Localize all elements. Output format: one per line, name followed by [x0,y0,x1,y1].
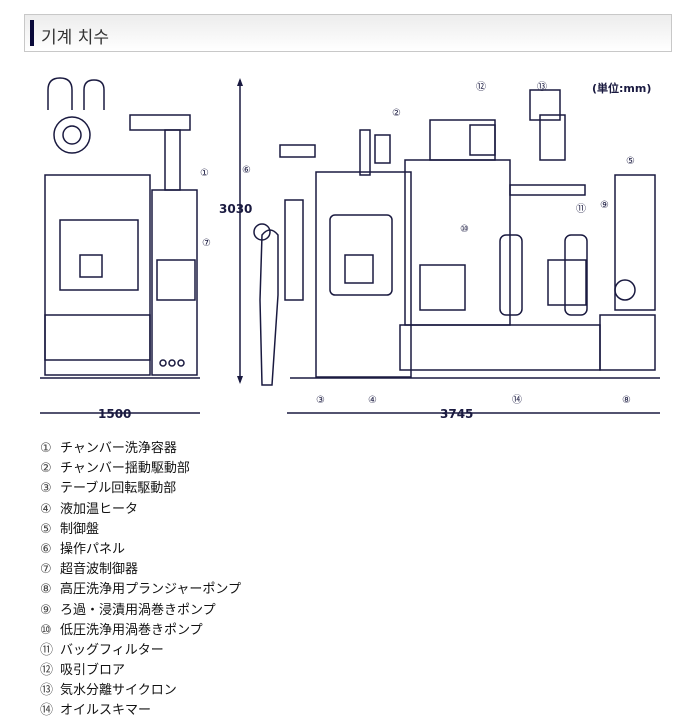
height-dimension: 3030 [219,202,252,216]
callout-4: ④ [368,395,377,406]
part-label: チャンバー洗浄容器 [60,441,177,456]
list-item: ⑥ 操作パネル [40,538,241,558]
part-number: ⑩ [40,622,52,638]
callout-1: ① [200,168,209,179]
section-title: 기계 치수 [41,28,109,48]
part-label: 液加温ヒータ [60,501,139,517]
part-label: ろ過・浸漬用渦巻きポンプ [60,602,216,618]
part-label: 制御盤 [60,521,100,537]
list-item: ⑫ 吸引ブロア [40,659,241,679]
front-view [40,77,200,379]
callout-13: ⑬ [537,81,547,93]
list-item: ⑩ 低圧洗浄用渦巻きポンプ [40,619,241,639]
dimension-lines [40,78,660,414]
part-label: 低圧洗浄用渦巻きポンプ [60,622,203,638]
callout-6: ⑥ [242,165,251,176]
callout-7: ⑦ [202,238,211,249]
list-item: ⑨ ろ過・浸漬用渦巻きポンプ [40,599,241,619]
part-number: ⑥ [40,541,52,557]
list-item: ④ 液加温ヒータ [40,498,241,518]
part-number: ⑤ [40,521,52,537]
front-width-dimension: 1500 [98,407,131,421]
callouts: ① ② ③ ④ ⑤ ⑥ ⑦ ⑧ ⑨ ⑩ ⑪ ⑫ ⑬ ⑭ [200,81,635,406]
part-label: 超音波制御器 [60,562,139,578]
part-label: 気水分離サイクロン [60,683,177,699]
part-label: 吸引ブロア [60,663,126,679]
callout-12: ⑫ [476,81,486,93]
side-width-dimension: 3745 [440,407,473,421]
parts-legend: ① チャンバー洗浄容器 ② チャンバー揺動駆動部 ③ テーブル回転駆動部 ④ 液加温ヒー… [40,437,241,720]
callout-9: ⑨ [600,200,609,211]
side-view [253,89,660,386]
part-label: 高圧洗浄用プランジャーポンプ [60,582,241,598]
part-label: 操作パネル [60,541,126,557]
part-number: ⑫ [40,663,54,679]
callout-11: ⑪ [576,203,586,215]
part-number: ⑨ [40,602,52,618]
part-label: テーブル回転駆動部 [60,481,177,497]
callout-8: ⑧ [622,395,631,406]
part-number: ⑪ [40,642,54,658]
callout-10: ⑩ [460,224,469,235]
section-header: 기계 치수 [24,14,672,52]
callout-2: ② [392,108,401,119]
callout-14: ⑭ [512,394,522,406]
part-number: ⑦ [40,562,52,578]
list-item: ⑭ オイルスキマー [40,699,241,719]
list-item: ⑤ 制御盤 [40,518,241,538]
part-number: ② [40,461,52,477]
part-number: ③ [40,481,52,497]
callout-5: ⑤ [626,156,635,167]
list-item: ⑪ バッグフィルター [40,639,241,659]
list-item: ⑬ 気水分離サイクロン [40,679,241,699]
list-item: ⑧ 高圧洗浄用プランジャーポンプ [40,578,241,598]
machine-dimension-diagram: (単位:mm) 3030 1500 3745 ① ② ③ ④ ⑤ ⑥ ⑦ ⑧ ⑨… [40,77,660,421]
unit-label: (単位:mm) [592,81,651,95]
part-label: バッグフィルター [60,642,164,658]
part-number: ① [40,441,52,456]
list-item: ② チャンバー揺動駆動部 [40,457,241,477]
part-label: オイルスキマー [60,703,152,719]
list-item: ⑦ 超音波制御器 [40,558,241,578]
part-number: ④ [40,501,52,517]
part-number: ⑧ [40,582,52,598]
part-number: ⑬ [40,683,54,699]
list-item: ③ テーブル回転駆動部 [40,477,241,497]
callout-3: ③ [316,395,325,406]
part-number: ⑭ [40,703,54,719]
header-accent-bar [30,20,34,46]
list-item: ① チャンバー洗浄容器 [40,437,241,457]
part-label: チャンバー揺動駆動部 [60,461,190,477]
